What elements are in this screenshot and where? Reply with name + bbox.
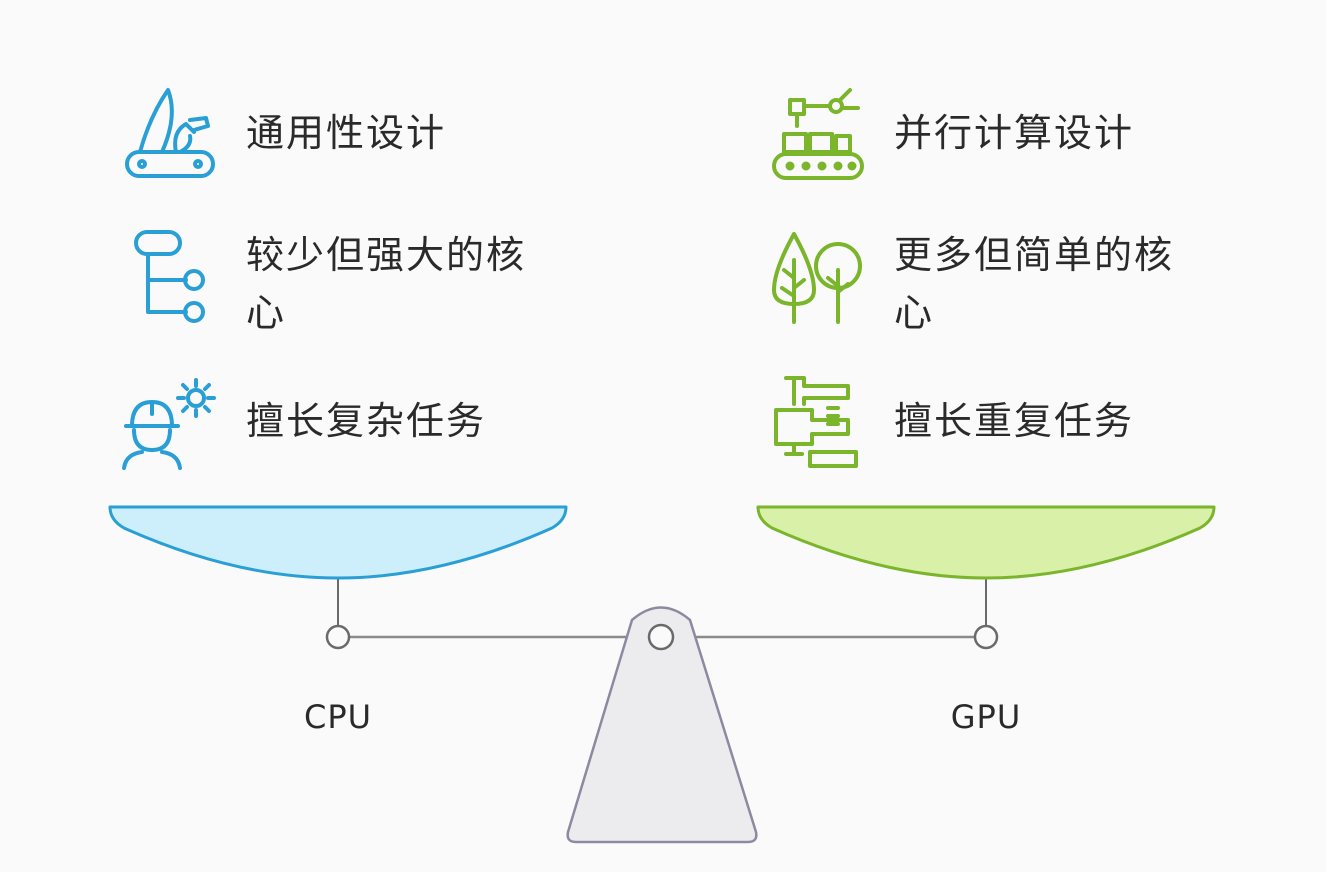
- cpu-feature-fewer-powerful-cores: 较少但强大的核心: [246, 233, 527, 335]
- flowchart-icon: [134, 230, 205, 323]
- fulcrum-pivot: [647, 623, 675, 651]
- swiss-knife-icon: [125, 88, 215, 178]
- gpu-feature-more-simple-cores: 更多但简单的核心: [894, 233, 1175, 335]
- gpu-feature-repetitive-tasks: 擅长重复任务: [894, 399, 1135, 443]
- fulcrum: [566, 606, 758, 844]
- left-joint: [325, 624, 351, 650]
- robot-assembly-line-icon: [772, 88, 864, 180]
- right-pan: [756, 505, 1216, 580]
- cpu-feature-general-design: 通用性设计: [246, 111, 447, 155]
- gpu-label: GPU: [950, 698, 1022, 736]
- trees-icon: [772, 232, 862, 324]
- engineer-gear-icon: [122, 378, 216, 470]
- cpu-label: CPU: [303, 698, 373, 736]
- machine-press-icon: [774, 376, 858, 468]
- left-pan: [108, 505, 568, 580]
- gpu-feature-parallel-design: 并行计算设计: [894, 111, 1135, 155]
- right-joint: [973, 624, 999, 650]
- cpu-feature-complex-tasks: 擅长复杂任务: [246, 399, 487, 443]
